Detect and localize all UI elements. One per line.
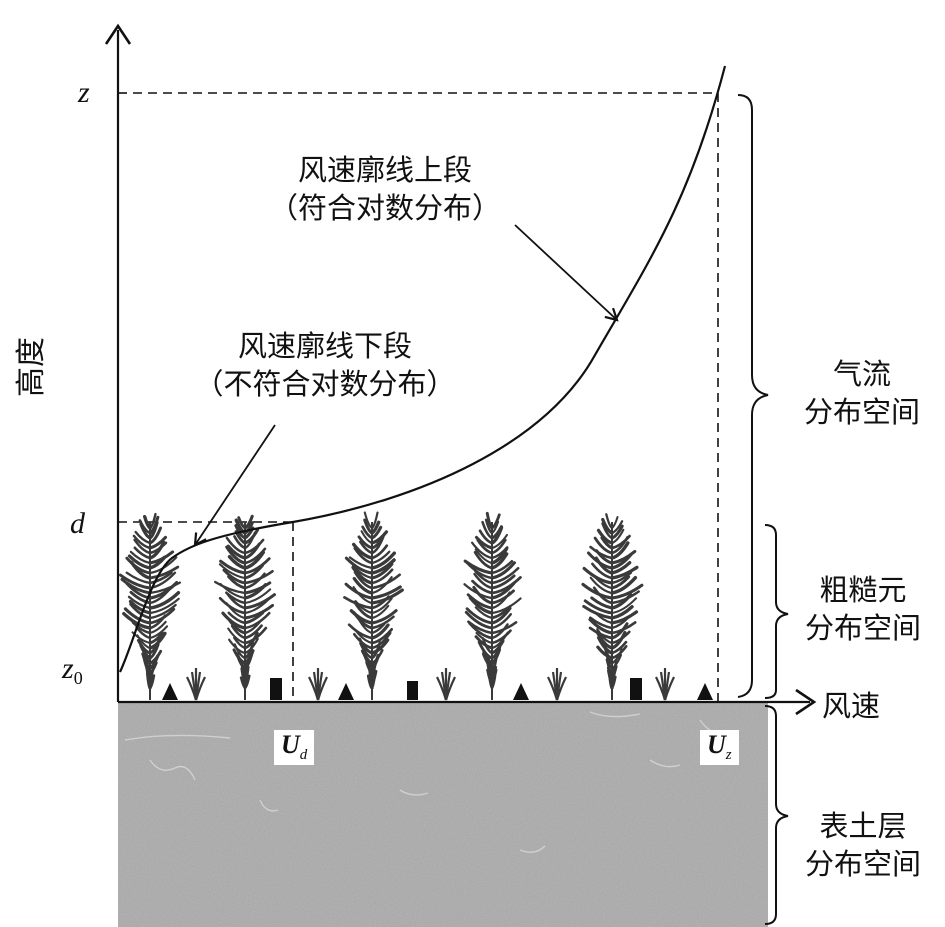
- triangle-element: [338, 683, 354, 700]
- wind-profile-curve: [119, 65, 727, 673]
- roughness-region-line1: 粗糙元: [819, 573, 907, 607]
- ud-speed-label: Ud: [274, 730, 315, 766]
- axes: [104, 23, 817, 716]
- topsoil-brace: [764, 705, 789, 925]
- uz-sub: z: [725, 747, 732, 764]
- small-tuft: [308, 668, 328, 701]
- x-axis-label: 风速: [822, 689, 881, 723]
- upper-annotation-arrow: [514, 224, 617, 320]
- triangle-element: [162, 683, 178, 700]
- block-element: [630, 678, 642, 700]
- tall-plant: [343, 511, 404, 700]
- airflow-region-label: 气流 分布空间: [782, 356, 942, 431]
- upper-segment-note: （符合对数分布）: [268, 190, 501, 225]
- roughness-region-label: 粗糙元 分布空间: [788, 572, 938, 647]
- block-element: [270, 678, 282, 700]
- upper-segment-title: 风速廓线上段: [297, 153, 472, 187]
- triangle-element: [697, 683, 713, 700]
- tall-plant: [463, 511, 522, 700]
- block-element: [407, 681, 418, 700]
- small-tuft: [655, 668, 675, 701]
- airflow-region-line2: 分布空间: [803, 394, 920, 429]
- tall-plant: [581, 513, 644, 700]
- small-tuft: [186, 668, 206, 701]
- tall-plant: [118, 512, 182, 700]
- triangle-element: [513, 683, 529, 700]
- topsoil-region-label: 表土层 分布空间: [788, 808, 938, 883]
- airflow-region-line1: 气流: [832, 357, 891, 391]
- lower-segment-title: 风速廓线下段: [237, 329, 412, 363]
- lower-annotation-arrow: [195, 424, 276, 545]
- tick-z: z: [77, 76, 90, 109]
- lower-segment-note: （不符合对数分布）: [194, 366, 456, 401]
- y-axis-arrow: [104, 23, 132, 45]
- guide-lines: [118, 92, 719, 702]
- tick-z0: z0: [61, 652, 83, 688]
- topsoil-region-line1: 表土层: [819, 809, 907, 843]
- roughness-region-line2: 分布空间: [804, 610, 921, 645]
- roughness-brace: [764, 524, 789, 699]
- x-axis-arrow: [795, 688, 817, 716]
- ud-base: U: [281, 730, 300, 759]
- y-axis-label: 高度: [14, 337, 49, 397]
- braces: [737, 94, 789, 925]
- small-tuft: [547, 668, 567, 701]
- ud-sub: d: [299, 747, 308, 764]
- tick-d: d: [70, 507, 86, 540]
- topsoil-layer: [118, 702, 768, 927]
- airflow-brace: [737, 94, 769, 698]
- upper-segment-label: 风速廓线上段 （符合对数分布）: [230, 152, 540, 227]
- small-tuft: [436, 668, 456, 701]
- topsoil-region-line2: 分布空间: [804, 846, 921, 881]
- uz-speed-label: Uz: [700, 730, 739, 766]
- roughness-elements: [118, 511, 713, 701]
- lower-segment-label: 风速廓线下段 （不符合对数分布）: [160, 328, 490, 403]
- uz-base: U: [707, 730, 726, 759]
- tall-plant: [213, 514, 276, 700]
